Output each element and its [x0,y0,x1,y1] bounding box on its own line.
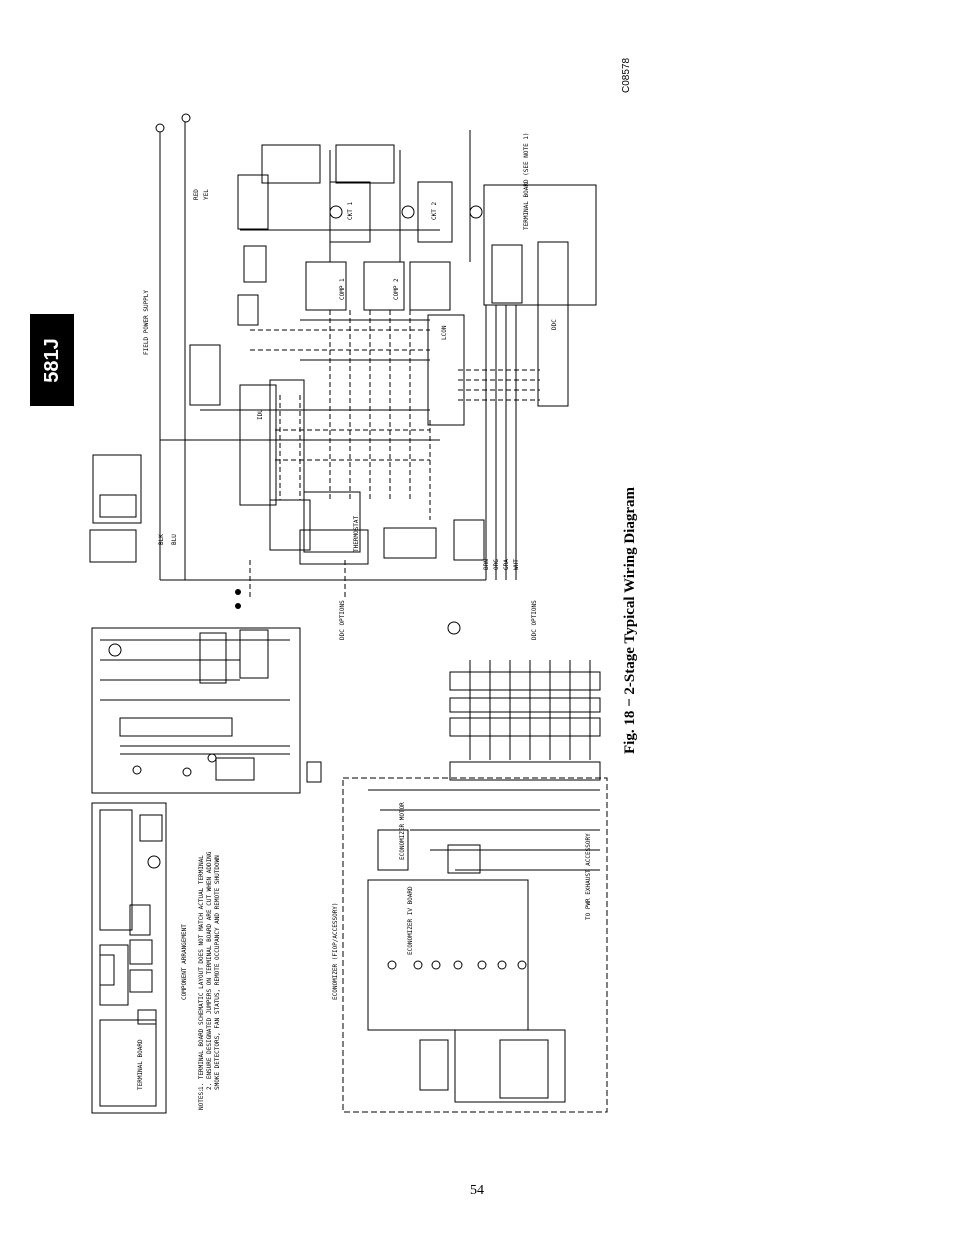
lcon-label: LCON [441,325,448,340]
pwr-exhaust-label: TO PWR EXHAUST ACCESSORY [585,833,592,920]
comp1-label: COMP 1 [339,278,346,300]
plug-strip-1 [449,671,601,691]
ddc-options-label-2: DDC OPTIONS [531,600,538,640]
panel-terminal-board-box [99,1019,157,1107]
terminal-board-note-label: TERMINAL BOARD (SEE NOTE 1) [523,132,530,230]
plug-strip-3 [449,717,601,737]
ddc-label: DDC [551,319,558,330]
wire-label-org: ORG [493,559,500,570]
plug-strip-4 [449,761,601,781]
note-1: 1. TERMINAL BOARD SCHEMATIC LAYOUT DOES … [198,855,205,1090]
plug-strip-2 [449,697,601,713]
wire-label-red: RED [193,189,200,200]
economizer-motor-label: ECONOMIZER MOTOR [399,802,406,860]
component-arrangement-panel [91,802,167,1114]
idu-block [239,384,277,506]
page-number: 54 [470,1183,484,1198]
component-arrangement-label: COMPONENT ARRANGEMENT [181,924,188,1000]
figure-caption: Fig. 18 − 2-Stage Typical Wiring Diagram [616,470,646,770]
wire-label-yel: YEL [203,189,210,200]
wire-label-blu: BLU [171,534,178,545]
ddc-options-label-1: DDC OPTIONS [339,600,346,640]
terminal-board-frame [483,184,597,306]
lcon-block [427,314,465,426]
economizer-label: ECONOMIZER (FIOP/ACCESSORY) [332,902,339,1000]
wire-label-blk: BLK [158,534,165,545]
thermostat-block [299,529,369,565]
section-tab: 581J [30,314,74,406]
wire-label-wht: WHT [513,559,520,570]
notes-heading: NOTES: [198,1088,205,1110]
terminal-board-label: TERMINAL BOARD [137,1039,144,1090]
panel-ec-box [99,809,133,931]
comp2-label: COMP 2 [393,278,400,300]
ckt2-label: CKT 2 [431,202,438,220]
note-3: SMOKE DETECTORS, FAN STATUS, REMOTE OCCU… [214,855,221,1090]
idu-label: IDU [257,409,264,420]
economizer-motor-box [377,829,409,871]
figure-caption-text: Fig. 18 − 2-Stage Typical Wiring Diagram [622,486,639,754]
ckt1-label: CKT 1 [347,202,354,220]
field-power-supply-label: FIELD POWER SUPPLY [143,290,150,355]
economizer-board-box [367,879,529,1031]
economizer-frame [342,777,608,1113]
power-section-frame [91,627,301,794]
wire-label-gra: GRA [503,559,510,570]
power-terminal-strip [119,717,233,737]
wire-label-brn: BRN [483,559,490,570]
alarm-switch-block [92,454,142,524]
thermostat-label: THERMOSTAT [353,515,360,552]
economizer-board-label: ECONOMIZER IV BOARD [407,886,414,955]
note-2: 2. ENSURE DESIGNATED JUMPERS ON TERMINAL… [206,851,213,1090]
ddc-block [537,241,569,407]
